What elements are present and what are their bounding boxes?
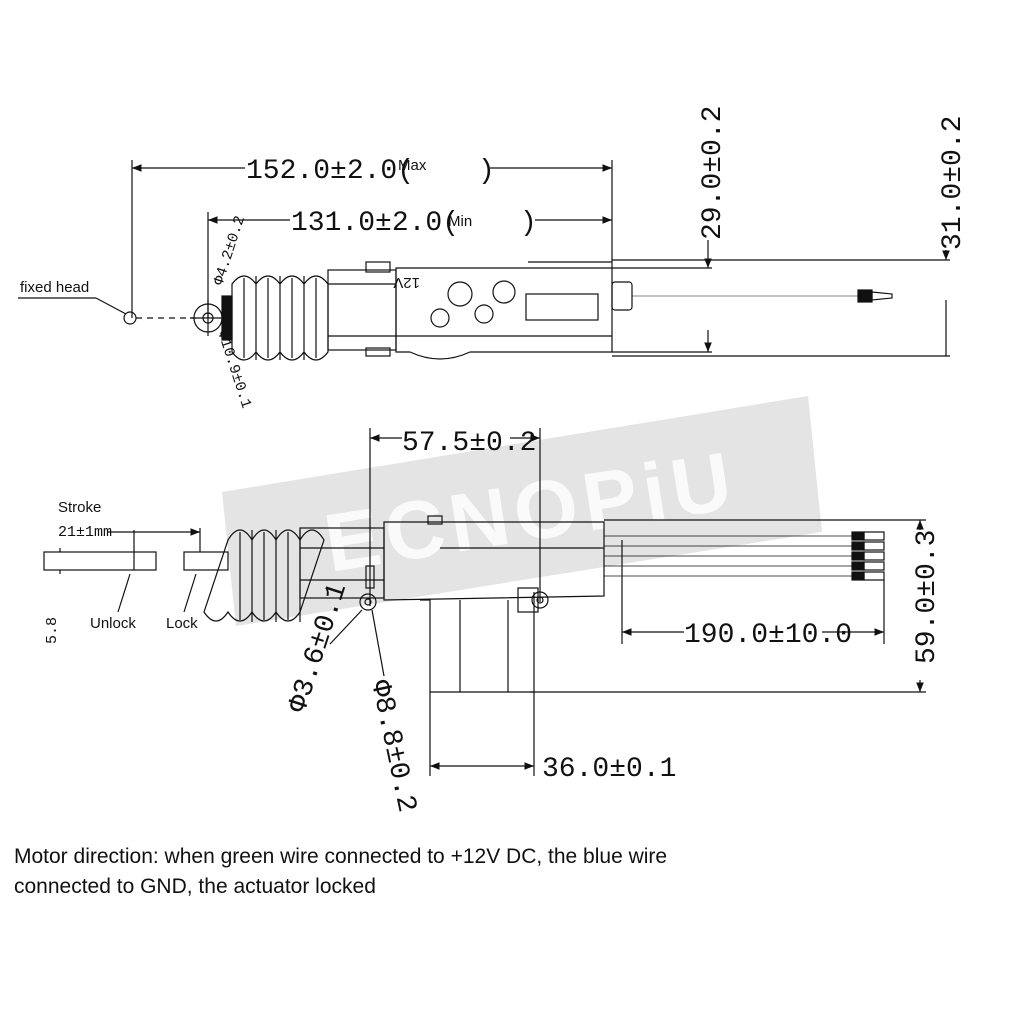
body-marking: 12V (393, 274, 420, 291)
svg-text:): ) (478, 156, 495, 187)
dim-height-outer: 31.0±0.2 (938, 116, 969, 250)
motor-direction-note: Motor direction: when green wire connect… (14, 842, 1014, 902)
dim-total-height: 59.0±0.3 (912, 530, 943, 664)
dim-max: 152.0±2.0( (246, 156, 414, 187)
dim-height-inner: 29.0±0.2 (698, 106, 729, 240)
note-line-2: connected to GND, the actuator locked (14, 875, 376, 898)
top-bellows (231, 275, 329, 361)
note-line-1: Motor direction: when green wire connect… (14, 845, 668, 868)
dim-rod: 5.8 (44, 617, 61, 644)
dim-base-width: 36.0±0.1 (542, 754, 676, 785)
side-view (43, 428, 926, 776)
dim-stroke: 21±1mm (58, 524, 112, 541)
dim-wire-length: 190.0±10.0 (684, 620, 852, 651)
top-view (18, 160, 950, 361)
dim-mount-spacing: 57.5±0.2 (402, 428, 536, 459)
dim-pin-large: Φ10.9±0.1 (213, 328, 254, 410)
svg-text:): ) (520, 208, 537, 239)
dim-min-word: Min (448, 213, 472, 230)
wire-connectors (851, 531, 885, 581)
dim-max-word: Max (398, 157, 427, 174)
label-fixed-head: fixed head (20, 279, 89, 296)
label-unlock: Unlock (90, 615, 136, 632)
dim-min: 131.0±2.0( (291, 208, 459, 239)
dim-hole-large: Φ8.8±0.2 (363, 677, 421, 815)
label-lock: Lock (166, 615, 198, 632)
label-stroke: Stroke (58, 499, 101, 516)
top-view-labels: 152.0±2.0( Max ) 131.0±2.0( Min ) 29.0±0… (20, 106, 969, 411)
